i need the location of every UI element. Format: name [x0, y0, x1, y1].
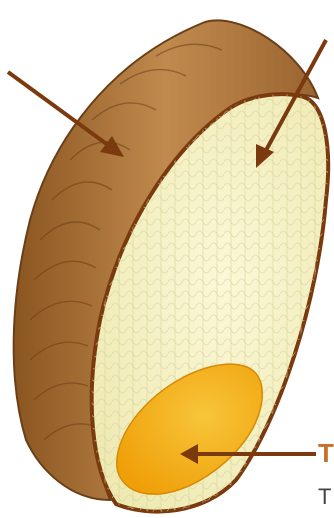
germ-description-partial: T	[318, 486, 331, 508]
germ-label-partial: T	[318, 440, 334, 466]
